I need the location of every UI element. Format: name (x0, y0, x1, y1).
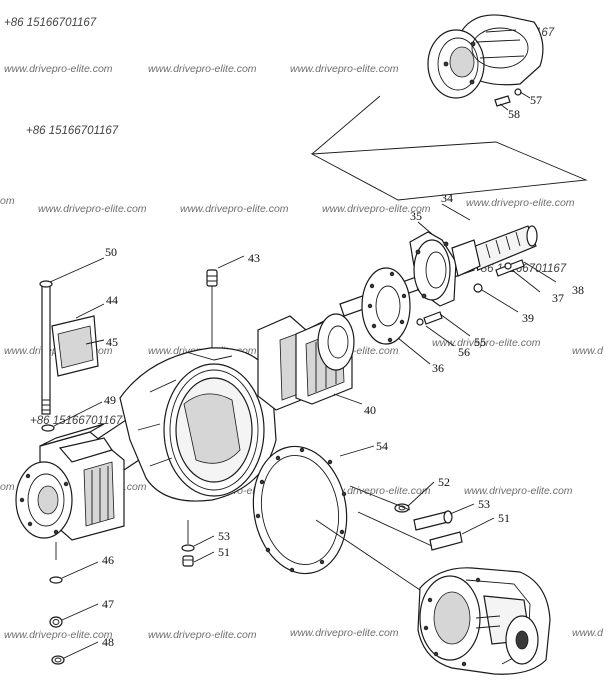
callout-57: 57 (530, 93, 542, 107)
nameplate (51, 315, 99, 377)
watermark-phone: +86 15166701167 (26, 125, 119, 137)
callout-41: 51 (218, 545, 230, 559)
callout-35: 35 (410, 209, 422, 223)
washer (41, 424, 55, 432)
wheel-hub (409, 231, 481, 307)
hub-bolts (473, 259, 525, 293)
watermark-site: www.drivepro-elite.com (4, 629, 113, 641)
differential-gasket (252, 445, 348, 575)
callout-48: 48 (102, 635, 114, 649)
axle-housing (15, 313, 355, 541)
callout-39: 39 (522, 311, 534, 325)
watermark-site: www.drivepro-elite.com (464, 485, 573, 497)
watermark-site: www.drivepro-elite.com (180, 203, 289, 215)
watermark-site: www.drivepro-elite.com (148, 63, 257, 75)
callout-55: 55 (474, 335, 486, 349)
callout-49: 49 (104, 393, 116, 407)
callout-37: 37 (552, 291, 564, 305)
callout-54: 54 (376, 439, 388, 453)
callout-58: 58 (508, 107, 520, 121)
brake-drum (427, 14, 544, 99)
callout-34: 34 (441, 191, 453, 205)
watermark-site: www.drivepro-elite.com (432, 337, 541, 349)
callout-50: 50 (105, 245, 117, 259)
callout-52: 52 (438, 475, 450, 489)
callout-47: 47 (102, 597, 114, 611)
watermark-phone: +86 15166701167 (30, 415, 123, 427)
flange-screws (416, 311, 443, 326)
callout-40: 40 (364, 403, 376, 417)
bottom-fasteners (49, 576, 65, 665)
callout-42: 53 (218, 529, 230, 543)
long-bolt (39, 280, 53, 415)
watermark-site: www.drivepro-elite.com (322, 203, 431, 215)
watermark-site-partial: om (0, 195, 15, 207)
watermark-site: www.drivepro-elite.com (322, 485, 431, 497)
differential-carrier (417, 567, 551, 675)
carrier-fasteners (394, 503, 463, 551)
watermark-site: www.drivepro-elite.com (466, 197, 575, 209)
callout-51: 51 (498, 511, 510, 525)
callout-36: 36 (432, 361, 444, 375)
callout-46: 46 (102, 553, 114, 567)
vent-plug (206, 269, 218, 287)
callout-43: 43 (248, 251, 260, 265)
projection-plane (310, 141, 588, 201)
callout-53: 53 (478, 497, 490, 511)
watermark-site-partial-right: www.d (572, 345, 604, 357)
callout-44: 44 (106, 293, 118, 307)
watermark-site: www.drivepro-elite.com (38, 203, 147, 215)
watermark-site-partial: om (0, 481, 15, 493)
watermark-phone: +86 15166701167 (4, 17, 97, 29)
watermark-site: www.drivepro-elite.com (148, 629, 257, 641)
watermark-site: www.drivepro-elite.com (4, 63, 113, 75)
callout-56: 56 (458, 345, 470, 359)
callout-45: 45 (106, 335, 118, 349)
watermark-site-partial-right: www.d (572, 627, 604, 639)
drain-plug (181, 544, 195, 567)
watermark-site: www.drivepro-elite.com (290, 63, 399, 75)
callout-38: 38 (572, 283, 584, 297)
watermark-site: www.drivepro-elite.com (290, 627, 399, 639)
flange-gasket (361, 267, 411, 345)
drum-bolts (494, 88, 522, 107)
